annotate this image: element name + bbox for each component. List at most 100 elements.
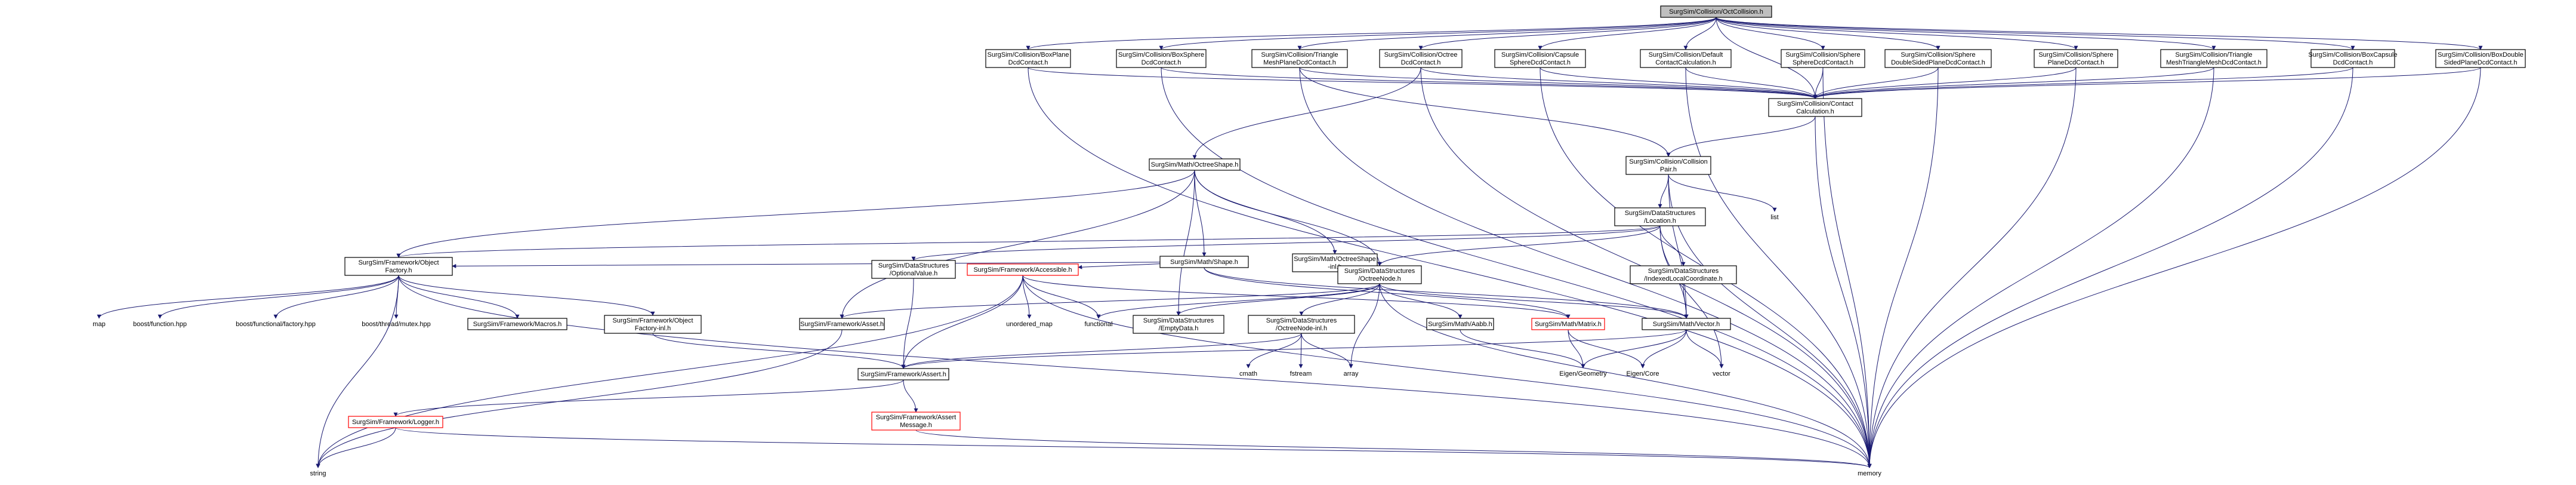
header-file-node-root[interactable]: SurgSim/Collision/OctCollision.h bbox=[1660, 5, 1772, 18]
header-file-node-vector[interactable]: SurgSim/Math/Vector.h bbox=[1642, 318, 1731, 330]
dependency-edge-vector-to-assert bbox=[901, 329, 1687, 369]
header-file-node-shape[interactable]: SurgSim/Math/Shape.h bbox=[1159, 256, 1249, 268]
system-header-node-boostfunction: boost/function.hpp bbox=[133, 321, 187, 328]
header-file-node-boxdouble[interactable]: SurgSim/Collision/BoxDoubleSidedPlaneDcd… bbox=[2435, 49, 2526, 68]
dependency-edge-objectfactory-to-string bbox=[316, 275, 399, 468]
header-file-node-spheresphere[interactable]: SurgSim/Collision/SphereSphereDcdContact… bbox=[1781, 49, 1865, 68]
header-file-node-octreenode[interactable]: SurgSim/DataStructures/OctreeNode.h bbox=[1337, 265, 1422, 284]
header-file-node-spheredouble[interactable]: SurgSim/Collision/SphereDoubleSidedPlane… bbox=[1884, 49, 1992, 68]
header-file-node-accessible[interactable]: SurgSim/Framework/Accessible.h bbox=[967, 263, 1079, 276]
header-file-node-location[interactable]: SurgSim/DataStructures/Location.h bbox=[1614, 207, 1706, 226]
node-label-line: DcdContact.h bbox=[1401, 59, 1441, 66]
header-file-node-emptydata[interactable]: SurgSim/DataStructures/EmptyData.h bbox=[1133, 315, 1224, 334]
node-box bbox=[348, 416, 443, 428]
node-label-line: SurgSim/Collision/Triangle bbox=[1261, 51, 1338, 59]
header-file-node-defaultcontact[interactable]: SurgSim/Collision/DefaultContactCalculat… bbox=[1640, 49, 1732, 68]
dependency-edge-contactcalc-to-collisionpair bbox=[1666, 116, 1816, 157]
system-header-node-vectorstd: vector bbox=[1713, 370, 1730, 377]
header-file-node-matrix[interactable]: SurgSim/Math/Matrix.h bbox=[1531, 318, 1605, 330]
header-file-node-contactcalc[interactable]: SurgSim/Collision/ContactCalculation.h bbox=[1768, 98, 1862, 117]
node-label-line: SurgSim/Framework/Object bbox=[612, 317, 693, 324]
dependency-edge-accessible-to-matrix bbox=[1022, 275, 1571, 319]
dependency-edge-shape-to-accessible bbox=[1078, 263, 1161, 269]
dependency-edge-octreeshape-to-emptydata bbox=[1176, 170, 1195, 316]
node-box bbox=[1531, 318, 1605, 330]
node-label-line: SurgSim/Collision/Collision bbox=[1629, 158, 1707, 165]
node-box bbox=[1625, 156, 1711, 175]
dependency-edge-objectfactory-to-macros bbox=[398, 275, 520, 319]
dependency-edge-root-to-boxcapsule bbox=[1716, 17, 2355, 50]
node-label-line: SurgSim/Collision/BoxDouble bbox=[2438, 51, 2523, 59]
dependency-edge-octreenode-to-memory bbox=[1379, 283, 1872, 468]
node-label-line: SurgSim/Framework/Logger.h bbox=[352, 419, 439, 426]
header-file-node-assert[interactable]: SurgSim/Framework/Assert.h bbox=[857, 368, 949, 380]
node-label-line: SurgSim/DataStructures bbox=[1625, 210, 1696, 217]
node-label-line: DcdContact.h bbox=[1142, 59, 1181, 66]
header-file-node-sphereplane[interactable]: SurgSim/Collision/SpherePlaneDcdContact.… bbox=[2034, 49, 2118, 68]
node-label-line: SurgSim/Framework/Macros.h bbox=[473, 321, 562, 328]
system-header-node-memory: memory bbox=[1858, 470, 1881, 477]
dependency-edge-octreenode-to-assetfw bbox=[840, 283, 1380, 319]
node-label-line: SurgSim/Framework/Assert bbox=[876, 414, 956, 421]
node-box bbox=[857, 368, 949, 380]
dependency-edge-objectfactory-to-map bbox=[97, 275, 399, 319]
node-box bbox=[1116, 49, 1207, 68]
header-file-node-octreenodeinl[interactable]: SurgSim/DataStructures/OctreeNode-inl.h bbox=[1248, 315, 1355, 334]
dependency-edge-octreenode-to-aabb bbox=[1379, 283, 1463, 319]
header-file-node-assetfw[interactable]: SurgSim/Framework/Asset.h bbox=[799, 318, 885, 330]
node-layer: SurgSim/Collision/OctCollision.hSurgSim/… bbox=[92, 5, 2526, 477]
dependency-edge-octreenodeinl-to-cmath bbox=[1246, 333, 1302, 369]
node-box bbox=[1133, 315, 1224, 334]
node-label-line: MeshTriangleMeshDcdContact.h bbox=[2166, 59, 2262, 66]
dependency-edge-shape-to-objectfactory bbox=[452, 262, 1161, 268]
dependency-edge-trimeshtrimesh-to-contactcalc bbox=[1813, 67, 2214, 99]
dependency-edge-collisionpair-to-memory bbox=[1668, 174, 1872, 468]
node-label-line: SurgSim/Collision/Octree bbox=[1384, 51, 1458, 59]
header-file-node-macros[interactable]: SurgSim/Framework/Macros.h bbox=[467, 318, 567, 330]
dependency-edge-logger-to-string bbox=[316, 427, 396, 468]
node-label-line: SurgSim/DataStructures bbox=[1648, 268, 1719, 275]
header-file-node-aabb[interactable]: SurgSim/Math/Aabb.h bbox=[1426, 318, 1494, 330]
node-label-line: Message.h bbox=[900, 422, 932, 429]
header-file-node-indexedlocal[interactable]: SurgSim/DataStructures/IndexedLocalCoord… bbox=[1630, 265, 1737, 284]
dependency-edge-matrix-to-eigengeometry bbox=[1568, 329, 1585, 369]
dependency-edge-trimeshtrimesh-to-memory bbox=[1867, 67, 2214, 468]
dependency-edge-collisionpair-to-list bbox=[1668, 174, 1777, 212]
system-header-node-fstream: fstream bbox=[1290, 370, 1312, 377]
header-file-node-logger[interactable]: SurgSim/Framework/Logger.h bbox=[348, 416, 443, 428]
node-label-line: SphereDcdContact.h bbox=[1793, 59, 1853, 66]
header-file-node-optionalvalue[interactable]: SurgSim/DataStructures/OptionalValue.h bbox=[871, 260, 956, 279]
node-label-line: PlaneDcdContact.h bbox=[2048, 59, 2105, 66]
header-file-node-trimeshplane[interactable]: SurgSim/Collision/TriangleMeshPlaneDcdCo… bbox=[1251, 49, 1348, 68]
system-header-node-eigengeometry: Eigen/Geometry bbox=[1559, 370, 1607, 377]
node-label-line: SurgSim/Collision/Default bbox=[1649, 51, 1723, 59]
system-header-node-string: string bbox=[310, 470, 326, 477]
dependency-edge-octreeshape-to-shape bbox=[1194, 170, 1207, 257]
dependency-edge-shape-to-matrix bbox=[1204, 267, 1571, 319]
dependency-edge-root-to-boxdouble bbox=[1716, 17, 2483, 50]
node-label-line: SurgSim/Collision/Contact bbox=[1777, 100, 1853, 108]
node-box bbox=[2310, 49, 2395, 68]
header-file-node-trimeshtrimesh[interactable]: SurgSim/Collision/TriangleMeshTriangleMe… bbox=[2160, 49, 2268, 68]
dependency-edge-optionalvalue-to-assert bbox=[901, 278, 914, 369]
dependency-edge-assetfw-to-string bbox=[316, 329, 843, 468]
dependency-edge-assertmsg-to-memory bbox=[915, 429, 1872, 468]
dependency-edge-trimeshplane-to-memory bbox=[1299, 67, 1872, 468]
node-label-line: Calculation.h bbox=[1796, 108, 1834, 115]
node-label-line: SurgSim/Collision/BoxCapsule bbox=[2308, 51, 2397, 59]
dependency-edge-boxsphere-to-memory bbox=[1161, 67, 1872, 468]
header-file-node-capsulesphere[interactable]: SurgSim/Collision/CapsuleSphereDcdContac… bbox=[1494, 49, 1586, 68]
node-label-line: SidedPlaneDcdContact.h bbox=[2444, 59, 2518, 66]
node-label-line: DoubleSidedPlaneDcdContact.h bbox=[1891, 59, 1985, 66]
header-file-node-octreeshape[interactable]: SurgSim/Math/OctreeShape.h bbox=[1149, 158, 1241, 171]
dependency-edge-vector-to-eigengeometry bbox=[1581, 329, 1687, 369]
